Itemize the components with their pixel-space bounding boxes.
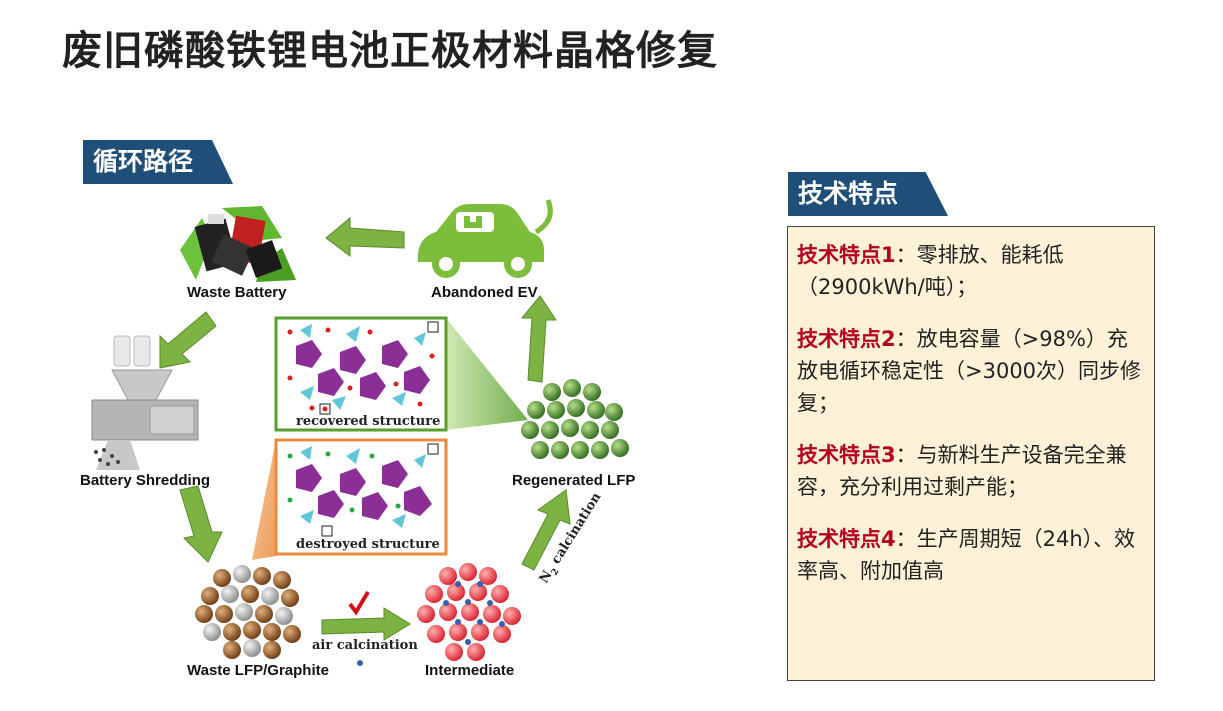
page-title: 废旧磷酸铁锂电池正极材料晶格修复 bbox=[62, 28, 718, 74]
feature-2-text: ：放电容量（>98%）充放电循环稳定性（>3000次）同步修复； bbox=[797, 327, 1142, 415]
battery-shredding-label: Battery Shredding bbox=[80, 472, 211, 489]
recovered-structure-panel bbox=[274, 316, 448, 432]
feature-1: 技术特点1：零排放、能耗低（2900kWh/吨）； bbox=[797, 239, 1146, 303]
features-panel: 技术特点1：零排放、能耗低（2900kWh/吨）； 技术特点2：放电容量（>98… bbox=[787, 226, 1155, 681]
intermediate-label: Intermediate bbox=[425, 662, 515, 679]
oxygen-dot bbox=[357, 660, 363, 666]
feature-4: 技术特点4：生产周期短（24h）、效率高、附加值高 bbox=[797, 523, 1146, 587]
feature-2-lead: 技术特点2 bbox=[797, 327, 896, 351]
arrow-ev-to-battery bbox=[325, 216, 405, 257]
zoom-wedge-top bbox=[446, 318, 528, 430]
intermediate-spheres bbox=[417, 563, 521, 661]
feature-3-text: ：与新料生产设备完全兼容，充分利用过剩产能； bbox=[797, 443, 1127, 499]
electric-car-icon bbox=[417, 199, 553, 278]
feature-1-text: ：零排放、能耗低（2900kWh/吨）； bbox=[797, 243, 1064, 299]
waste-lfp-label: Waste LFP/Graphite bbox=[187, 662, 329, 679]
regenerated-lfp-label: Regenerated LFP bbox=[512, 472, 636, 489]
feature-3-lead: 技术特点3 bbox=[797, 443, 896, 467]
check-mark-icon bbox=[348, 590, 370, 616]
feature-4-text: ：生产周期短（24h）、效率高、附加值高 bbox=[797, 527, 1136, 583]
tech-features-tag: 技术特点 bbox=[788, 172, 948, 216]
cycle-path-tag: 循环路径 bbox=[83, 140, 233, 184]
air-calcination-label: air calcination bbox=[312, 638, 418, 653]
destroyed-structure-label: destroyed structure bbox=[296, 537, 440, 552]
arrow-waste-to-intermediate bbox=[321, 607, 411, 641]
destroyed-structure-panel bbox=[274, 438, 448, 556]
waste-lfp-spheres bbox=[195, 565, 301, 659]
arrow-regenerated-to-ev bbox=[520, 295, 557, 383]
feature-1-lead: 技术特点1 bbox=[797, 243, 896, 267]
arrow-battery-to-shredder bbox=[159, 311, 217, 369]
zoom-wedge-bottom bbox=[252, 440, 276, 560]
regenerated-lfp-spheres bbox=[521, 379, 629, 459]
waste-battery-icon bbox=[180, 206, 296, 282]
abandoned-ev-label: Abandoned EV bbox=[431, 284, 538, 301]
arrow-shredder-to-waste bbox=[179, 485, 223, 563]
feature-2: 技术特点2：放电容量（>98%）充放电循环稳定性（>3000次）同步修复； bbox=[797, 323, 1146, 419]
recovered-structure-label: recovered structure bbox=[296, 414, 441, 429]
arrow-intermediate-to-regenerated bbox=[521, 489, 571, 571]
recycling-diagram: N2 calcination bbox=[91, 199, 629, 666]
waste-battery-label: Waste Battery bbox=[187, 284, 287, 301]
shredder-icon bbox=[91, 335, 199, 470]
feature-3: 技术特点3：与新料生产设备完全兼容，充分利用过剩产能； bbox=[797, 439, 1146, 503]
feature-4-lead: 技术特点4 bbox=[797, 527, 896, 551]
